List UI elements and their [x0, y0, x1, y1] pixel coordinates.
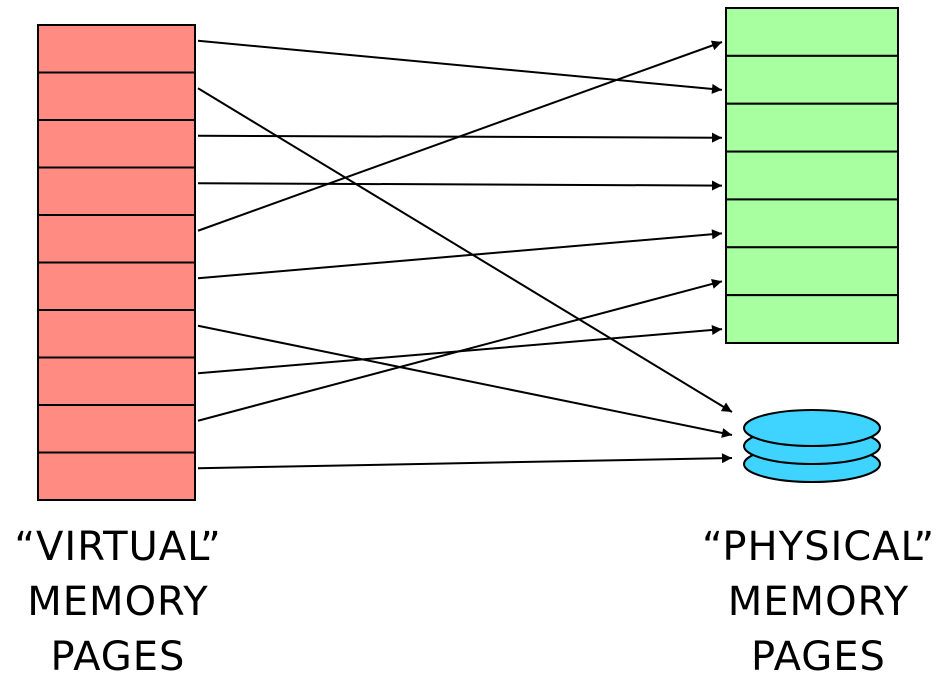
virtual-page-5 — [37, 214, 196, 264]
disk-platter — [743, 409, 881, 447]
physical-page-4 — [725, 150, 899, 201]
mapping-arrow — [197, 40, 723, 232]
virtual-page-7 — [37, 309, 196, 359]
mapping-arrow — [197, 180, 723, 191]
virtual-page-1 — [37, 24, 196, 74]
page-mapping-arrows — [197, 39, 733, 470]
physical-memory-caption: “PHYSICAL” MEMORY PAGES — [690, 520, 947, 685]
physical-page-3 — [725, 102, 899, 153]
disk-storage-icon — [743, 409, 881, 483]
mapping-arrow — [197, 324, 733, 438]
virtual-caption-line: PAGES — [50, 634, 186, 680]
virtual-page-8 — [37, 356, 196, 406]
mapping-arrow — [197, 229, 723, 280]
virtual-caption-line: “VIRTUAL” — [14, 524, 222, 570]
physical-page-1 — [725, 7, 899, 57]
physical-page-5 — [725, 198, 899, 249]
virtual-memory-caption: “VIRTUAL” MEMORY PAGES — [0, 520, 236, 685]
physical-page-2 — [725, 54, 899, 105]
physical-memory-stack — [725, 7, 899, 344]
virtual-memory-stack — [37, 24, 196, 501]
physical-page-6 — [725, 246, 899, 297]
physical-caption-line: “PHYSICAL” — [701, 524, 936, 570]
physical-page-7 — [725, 294, 899, 344]
mapping-arrow — [197, 87, 733, 413]
mapping-arrow — [197, 453, 733, 470]
physical-caption-line: PAGES — [751, 634, 886, 680]
virtual-page-6 — [37, 261, 196, 311]
virtual-page-2 — [37, 71, 196, 121]
mapping-arrow — [197, 279, 723, 422]
virtual-page-10 — [37, 451, 196, 501]
virtual-page-3 — [37, 119, 196, 169]
virtual-page-9 — [37, 404, 196, 454]
virtual-page-4 — [37, 166, 196, 216]
virtual-caption-line: MEMORY — [27, 579, 209, 625]
mapping-arrow — [197, 39, 723, 94]
physical-caption-line: MEMORY — [727, 579, 910, 625]
